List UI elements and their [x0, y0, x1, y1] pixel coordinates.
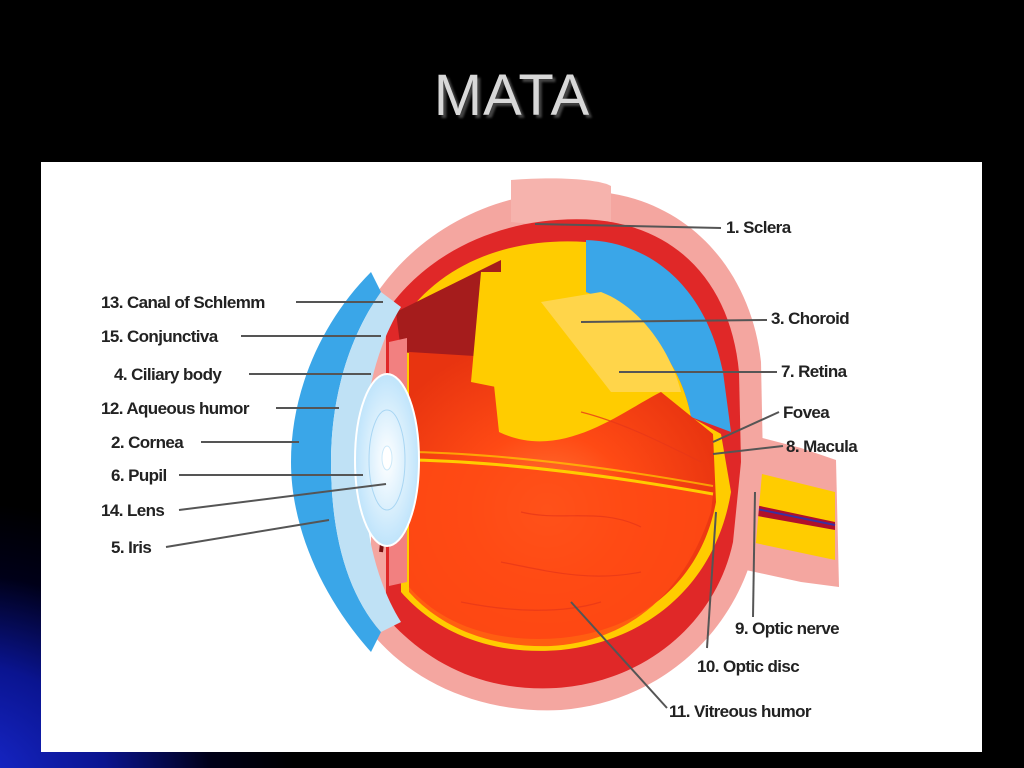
label-cornea: 2. Cornea: [111, 433, 184, 452]
label-conjunctiva: 15. Conjunctiva: [101, 327, 219, 346]
retina-layer: [541, 292, 681, 392]
label-pupil: 6. Pupil: [111, 466, 167, 485]
retinal-vessels: [460, 411, 702, 611]
label-iris: 5. Iris: [111, 538, 151, 557]
leader-lines: [165, 223, 784, 709]
slide-title: MATA: [433, 63, 591, 128]
label-sclera: 1. Sclera: [726, 218, 792, 237]
label-choroid: 3. Choroid: [771, 309, 849, 328]
eye-diagram-panel: 1. Sclera 13. Canal of Schlemm 15. Conju…: [41, 162, 982, 752]
label-optic-disc: 10. Optic disc: [697, 657, 799, 676]
label-ciliary-body: 4. Ciliary body: [114, 365, 222, 384]
label-vitreous-humor: 11. Vitreous humor: [669, 702, 812, 721]
label-retina: 7. Retina: [781, 362, 848, 381]
cornea-shape: [291, 272, 381, 652]
cutaway-section: [396, 260, 501, 362]
label-macula: 8. Macula: [786, 437, 858, 456]
label-canal-of-schlemm: 13. Canal of Schlemm: [101, 293, 265, 312]
label-aqueous-humor: 12. Aqueous humor: [101, 399, 250, 418]
choroid-vessels: [586, 240, 731, 432]
sclera-flap: [511, 178, 611, 232]
aqueous-humor-shape: [331, 292, 401, 632]
label-lens: 14. Lens: [101, 501, 164, 520]
label-optic-nerve: 9. Optic nerve: [735, 619, 839, 638]
retina-fold: [471, 272, 541, 392]
label-fovea: Fovea: [783, 403, 830, 422]
eye-diagram: 1. Sclera 13. Canal of Schlemm 15. Conju…: [101, 178, 859, 721]
